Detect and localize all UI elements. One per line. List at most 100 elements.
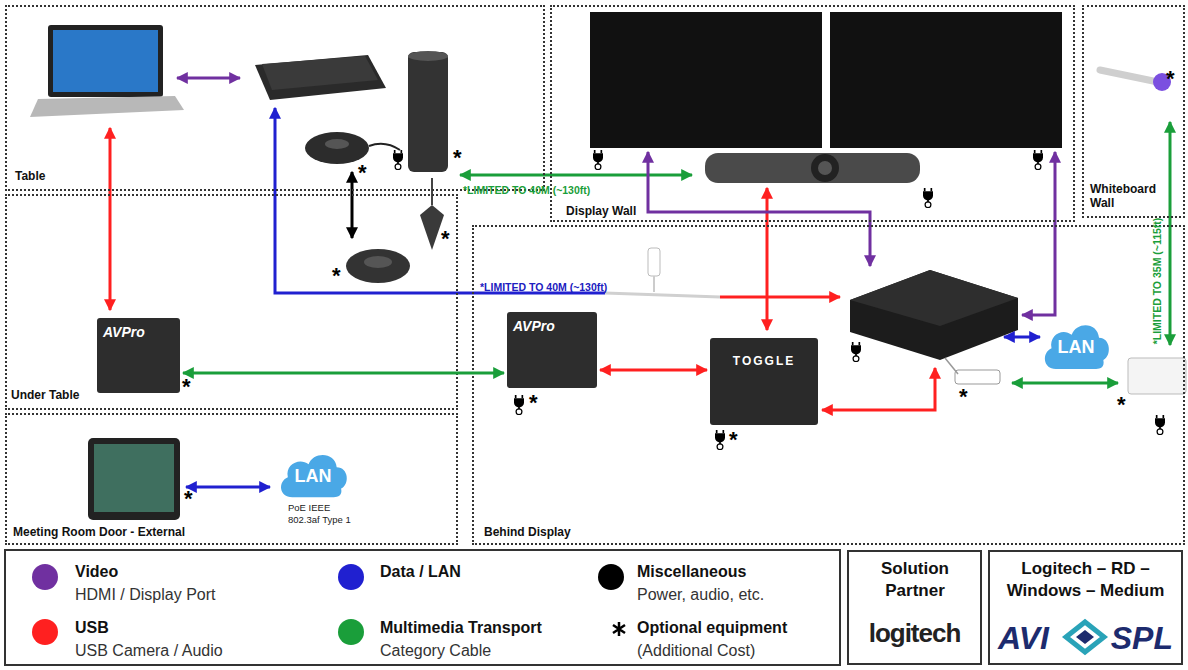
legend-text: Optional equipment [637, 619, 787, 637]
mic-hub [408, 52, 448, 172]
usb-wire [766, 188, 769, 330]
optional-mark: * [729, 427, 738, 453]
data-wire [186, 486, 270, 489]
room-panel [88, 438, 180, 520]
optional-symbol [613, 622, 625, 636]
zone-label: Whiteboard Wall [1090, 182, 1160, 210]
distance-note: *LIMITED TO 40M (~130ft) [463, 184, 590, 196]
video-wire [177, 77, 240, 80]
usb-switch-box: TOGGLE [710, 338, 818, 425]
zone-box: Under Table AVPro [5, 194, 458, 410]
usb-link [600, 369, 707, 372]
power-brick-cable [945, 358, 958, 374]
tap-screen [262, 56, 378, 90]
mic-pod-hub [346, 249, 410, 283]
cloud-label: PoE IEEE 802.3af Type 1 [288, 502, 363, 526]
mic-pod-hub-top [364, 256, 392, 268]
video-wire [648, 152, 870, 266]
legend-swatch [32, 619, 58, 645]
category-wire [1012, 382, 1118, 385]
zone-label: Table [15, 169, 45, 183]
zone-box: Table [5, 5, 545, 191]
partner-box: Solution Partner logitech [847, 550, 982, 665]
zone-label: Under Table [11, 388, 79, 402]
room-pc [850, 270, 1018, 360]
network-cloud: LANPoE IEEE 802.3af Type 1 [276, 450, 350, 500]
optional-mark: * [453, 145, 462, 171]
optional-mark: * [184, 486, 193, 512]
legend-text: Multimedia Transport [380, 619, 542, 637]
usb-extender [648, 248, 660, 276]
legend-detail: Category Cable [380, 642, 491, 660]
legend-text: USB [75, 619, 109, 637]
device-logo: TOGGLE [710, 354, 818, 368]
camera-lens [811, 154, 839, 182]
legend-text: Video [75, 563, 118, 581]
legend-frame [5, 550, 840, 665]
optional-mark: * [1117, 392, 1126, 418]
power-icon [1033, 150, 1043, 170]
extender-box: AVPro [97, 318, 180, 393]
data-wire [1004, 336, 1040, 339]
laptop-base [30, 96, 184, 117]
partner-text: logitech [849, 618, 980, 649]
mic-pod-cable [369, 144, 400, 150]
distance-note: *LIMITED TO 40M (~130ft) [480, 281, 607, 293]
optional-mark: * [441, 226, 450, 252]
laptop-screen [48, 25, 163, 97]
solution-text: AVI [998, 620, 1049, 657]
legend-text: Data / LAN [380, 563, 461, 581]
legend-swatch [598, 564, 624, 590]
solution-text: SPL [1111, 620, 1173, 657]
zone-label: Meeting Room Door - External [13, 525, 185, 539]
zone-box: Meeting Room Door - External LANPoE IEEE … [5, 413, 458, 545]
legend-text: Miscellaneous [637, 563, 746, 581]
category-wire [1169, 122, 1172, 345]
optional-mark: * [358, 160, 367, 186]
display-screen [830, 12, 1062, 148]
video-bar [705, 153, 920, 183]
power-icon [923, 188, 933, 208]
audio-wire [351, 172, 354, 238]
zone-box: Behind Display AVProTOGGLE LAN [472, 225, 1185, 545]
power-icon [593, 150, 603, 170]
usb-cable [605, 293, 720, 297]
room-panel-screen [94, 444, 174, 512]
zone-label: Display Wall [566, 204, 636, 218]
usb-extender-cable [653, 276, 655, 292]
whiteboard-camera-arm [1100, 70, 1158, 82]
zone-label: Behind Display [484, 525, 571, 539]
data-wire [275, 108, 605, 293]
category-wire [460, 174, 692, 177]
usb-wire [109, 128, 112, 310]
solution-box: Logitech – RD – Windows – MediumAVISPL [988, 550, 1183, 665]
partner-text: Solution Partner [855, 558, 975, 602]
camera-lens-inner [818, 161, 832, 175]
optional-mark: * [332, 263, 341, 289]
legend-detail: Power, audio, etc. [637, 586, 764, 604]
video-wire [1022, 152, 1055, 315]
mic-hub-top [408, 51, 448, 61]
cloud-label: LAN [1040, 337, 1112, 358]
usb-wire [720, 296, 840, 299]
poe-injector [1128, 358, 1186, 394]
room-pc-top [850, 270, 1018, 326]
distance-note: *LIMITED TO 35M (~115ft) [1151, 206, 1163, 356]
power-icon [393, 150, 403, 170]
usb-wire [822, 368, 935, 410]
zone-box: Whiteboard Wall [1082, 5, 1185, 218]
legend-detail: (Additional Cost) [637, 642, 755, 660]
ceiling-mic-cable [431, 178, 433, 205]
power-icon [851, 342, 861, 362]
optional-mark: * [182, 374, 191, 400]
tap-controller [255, 55, 386, 100]
laptop-display [53, 30, 158, 92]
legend-swatch [338, 619, 364, 645]
category-link [183, 372, 504, 375]
ceiling-mic [420, 205, 444, 250]
legend-swatch [338, 564, 364, 590]
device-logo: AVPro [513, 318, 555, 334]
optional-mark: * [959, 384, 968, 410]
